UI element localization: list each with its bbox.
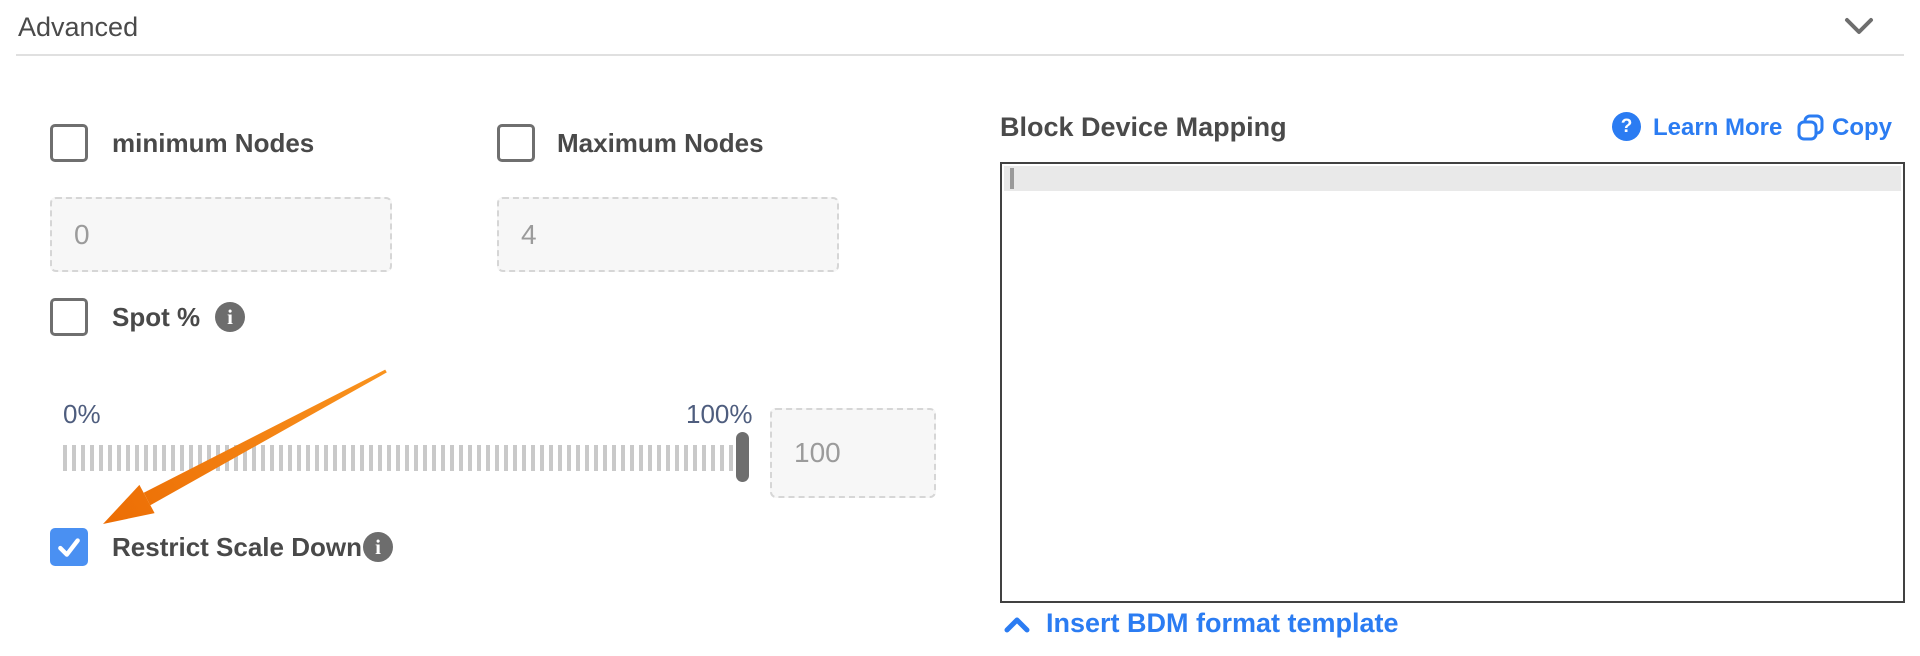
maximum-nodes-checkbox[interactable] [497, 124, 535, 162]
learn-more-link[interactable]: Learn More [1653, 114, 1783, 141]
editor-caret [1010, 168, 1014, 189]
chevron-up-icon[interactable] [1002, 614, 1032, 638]
bdm-section-title: Block Device Mapping [1000, 112, 1287, 142]
section-title: Advanced [18, 12, 139, 42]
restrict-scale-down-checkbox[interactable] [50, 528, 88, 566]
spot-percent-slider-handle[interactable] [736, 432, 749, 482]
minimum-nodes-label: minimum Nodes [112, 128, 315, 158]
bdm-editor[interactable] [1000, 162, 1905, 603]
chevron-down-icon[interactable] [1840, 10, 1878, 42]
maximum-nodes-input[interactable] [497, 197, 839, 272]
maximum-nodes-label: Maximum Nodes [557, 128, 764, 158]
spot-percent-value-input[interactable] [770, 408, 936, 498]
spot-percent-slider-track[interactable] [63, 445, 739, 471]
spot-percent-label: Spot % [112, 302, 201, 332]
minimum-nodes-input[interactable] [50, 197, 392, 272]
restrict-scale-down-label: Restrict Scale Down [112, 532, 362, 562]
insert-bdm-template-link[interactable]: Insert BDM format template [1046, 608, 1399, 638]
slider-min-label: 0% [63, 399, 101, 429]
copy-button-label[interactable]: Copy [1832, 114, 1892, 141]
editor-active-line [1004, 166, 1901, 191]
slider-max-label: 100% [686, 399, 753, 429]
spot-percent-checkbox[interactable] [50, 298, 88, 336]
help-question-icon[interactable]: ? [1612, 112, 1641, 141]
info-icon[interactable]: i [363, 532, 393, 562]
minimum-nodes-checkbox[interactable] [50, 124, 88, 162]
info-icon[interactable]: i [215, 302, 245, 332]
copy-icon[interactable] [1796, 113, 1826, 143]
header-divider [16, 54, 1904, 56]
